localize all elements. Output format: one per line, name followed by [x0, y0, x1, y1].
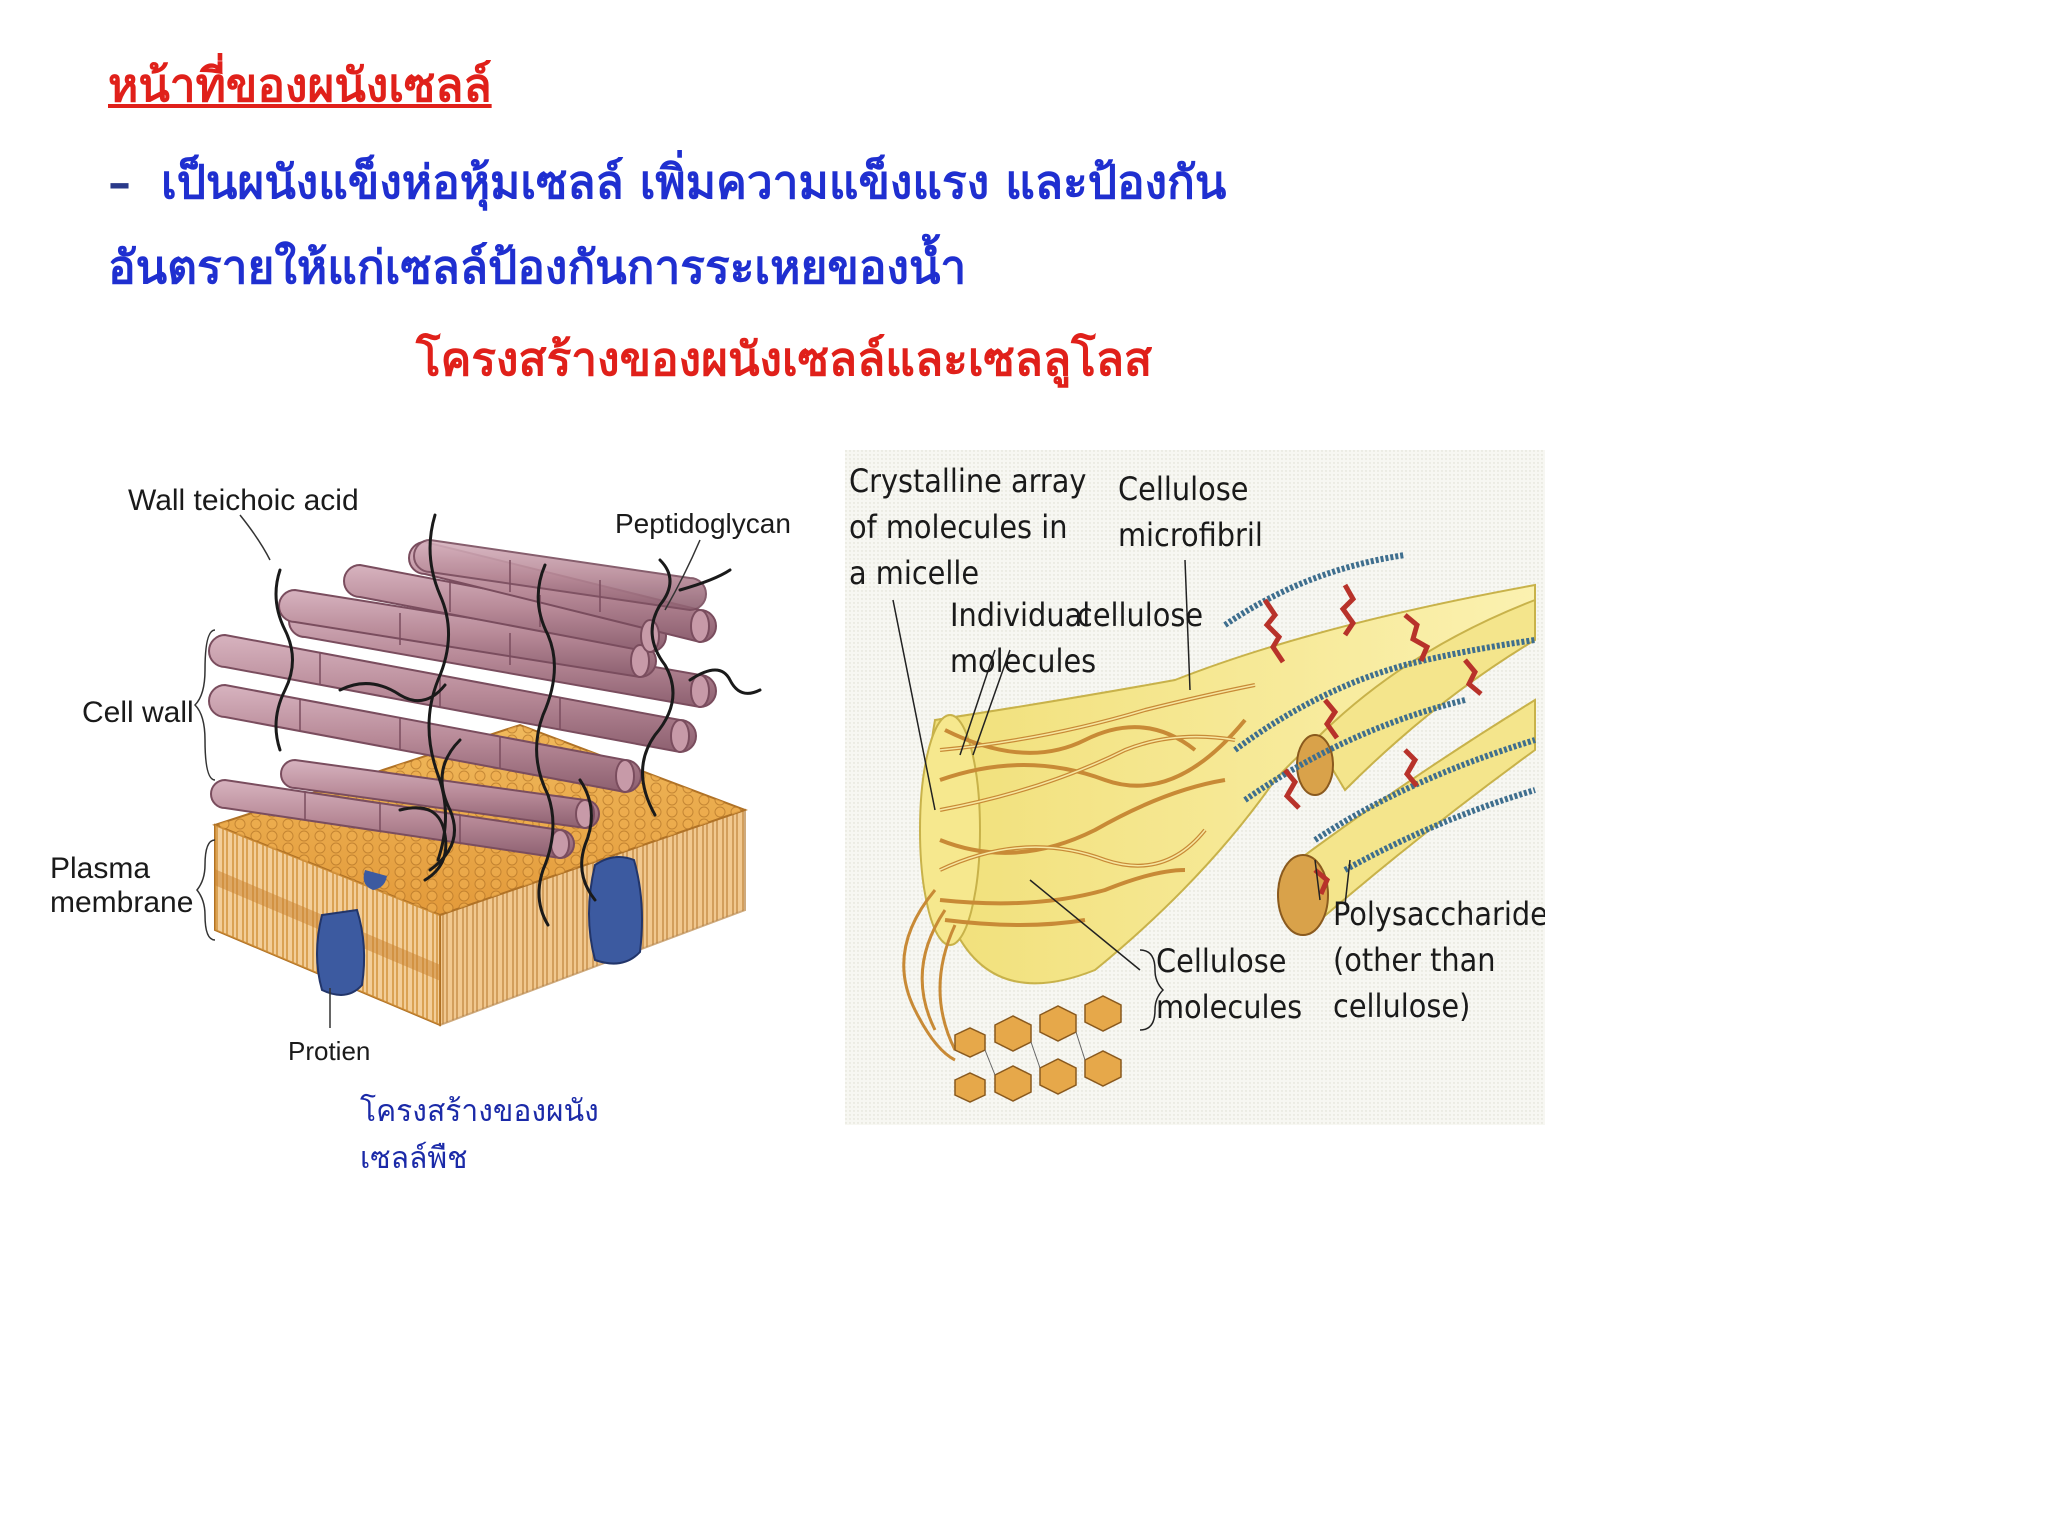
slide-heading: หน้าที่ของผนังเซลล์	[108, 58, 492, 112]
label-membrane: membrane	[50, 886, 193, 919]
label-molecules-2: molecules	[1156, 988, 1302, 1026]
slide: หน้าที่ของผนังเซลล์ –เป็นผนังแข็งห่อหุ้ม…	[50, 58, 1545, 1176]
label-microfibril-1: Cellulose	[1118, 470, 1248, 508]
label-crystalline-1: Crystalline array	[849, 462, 1086, 500]
bullet-text-1: เป็นผนังแข็งห่อหุ้มเซลล์ เพิ่มความแข็งแร…	[161, 155, 1227, 209]
polysaccharide-blue-chains	[1223, 552, 1536, 873]
label-plasma: Plasma	[50, 852, 150, 885]
strand-highlights	[939, 684, 1256, 871]
label-poly-3: cellulose)	[1333, 987, 1470, 1025]
label-cellulose-word: cellulose	[1077, 596, 1203, 634]
cell-wall-diagram: Wall teichoic acid Peptidoglycan Cell wa…	[50, 484, 791, 1066]
right-labels: Crystalline array of molecules in a mice…	[849, 462, 1545, 1026]
teichoic-acid-strands	[274, 513, 762, 927]
label-protien: Protien	[288, 1036, 370, 1066]
label-peptidoglycan: Peptidoglycan	[615, 508, 791, 539]
right-leader-lines	[892, 559, 1351, 1031]
label-crystalline-2: of molecules in	[849, 508, 1067, 546]
left-figure-caption: โครงสร้างของผนังเซลล์พืช	[360, 1094, 599, 1176]
bullet-dash: –	[108, 155, 131, 209]
left-leader-lines	[193, 514, 701, 1028]
membrane-proteins	[316, 855, 643, 996]
label-poly-1: Polysaccharides	[1333, 895, 1545, 933]
label-crystalline-3: a micelle	[849, 554, 979, 592]
bullet-line-1: –เป็นผนังแข็งห่อหุ้มเซลล์ เพิ่มความแข็งแ…	[108, 155, 1226, 210]
label-wall-teichoic-acid: Wall teichoic acid	[128, 484, 359, 517]
label-cell-wall: Cell wall	[82, 696, 194, 729]
polysaccharide-red-chains	[1262, 583, 1483, 895]
slide-subtitle: โครงสร้างของผนังเซลล์และเซลลูโลส	[415, 332, 1153, 386]
loose-strands	[902, 889, 957, 1062]
label-poly-2: (other than	[1333, 941, 1495, 979]
bullet-line-2: อันตรายให้แก่เซลล์ป้องกันการระเหยของน้ำ	[108, 240, 967, 294]
peptidoglycan-rods	[208, 538, 717, 860]
rod-segments	[299, 560, 601, 843]
label-microfibril-2: microfibril	[1118, 516, 1263, 554]
label-individual-2: molecules	[950, 642, 1096, 680]
cellulose-diagram: Crystalline array of molecules in a mice…	[845, 450, 1545, 1125]
label-individual-1: Individual	[950, 596, 1090, 634]
label-molecules-1: Cellulose	[1156, 942, 1286, 980]
